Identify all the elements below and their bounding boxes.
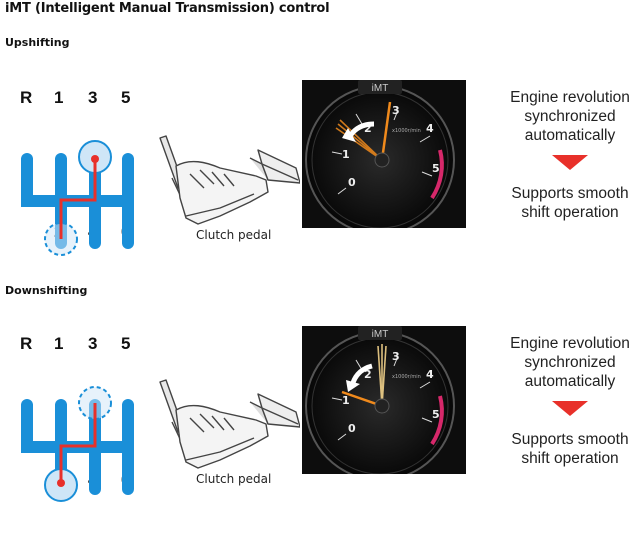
clutch-pedal-illustration [159, 135, 300, 225]
info-line: Supports smooth [511, 431, 629, 448]
tach-number-5: 5 [432, 162, 440, 175]
clutch-pedal-label: Clutch pedal [196, 228, 272, 242]
tach-number-0: 0 [348, 422, 356, 435]
section-label-downshifting: Downshifting [5, 284, 88, 297]
tach-number-3: 3 [392, 350, 400, 363]
info-line: synchronized [524, 354, 616, 371]
gear-label-r: R [20, 334, 33, 353]
info-panel-downshift: Engine revolution synchronized automatic… [500, 334, 640, 468]
tachometer-upshift: iMT 0 1 2 3 4 5 x1000r/min [302, 80, 466, 228]
gear-label-5: 5 [121, 88, 131, 107]
info-line: shift operation [521, 204, 619, 221]
info-line: Engine revolution [510, 335, 630, 352]
page-title: iMT (Intelligent Manual Transmission) co… [5, 1, 330, 16]
section-label-upshifting: Upshifting [5, 36, 70, 49]
gear-shift-pattern [21, 140, 134, 256]
tach-number-3: 3 [392, 104, 400, 117]
info-line: automatically [524, 373, 616, 390]
info-line: Supports smooth [511, 185, 629, 202]
tach-number-1: 1 [342, 148, 350, 161]
tach-unit: x1000r/min [392, 128, 421, 134]
info-line: automatically [524, 127, 616, 144]
tachometer-downshift: iMT 0 1 2 3 4 5 x1000r/min [302, 326, 466, 474]
gear-label-3: 3 [88, 88, 98, 107]
tach-number-5: 5 [432, 408, 440, 421]
tach-number-4: 4 [426, 368, 434, 381]
gear-label-1: 1 [54, 334, 64, 353]
gear-shift-pattern [21, 386, 134, 502]
clutch-pedal-label: Clutch pedal [196, 472, 272, 486]
tach-number-2: 2 [364, 122, 372, 135]
info-line: Engine revolution [510, 89, 630, 106]
imt-badge: iMT [372, 329, 389, 340]
down-arrow-icon [552, 401, 588, 416]
info-line: synchronized [524, 108, 616, 125]
tach-number-2: 2 [364, 368, 372, 381]
shift-path [59, 403, 97, 485]
gear-label-5: 5 [121, 334, 131, 353]
tach-unit: x1000r/min [392, 374, 421, 380]
tach-number-0: 0 [348, 176, 356, 189]
gear-label-1: 1 [54, 88, 64, 107]
down-arrow-icon [552, 155, 588, 170]
gear-label-r: R [20, 88, 33, 107]
clutch-pedal-illustration [159, 379, 300, 469]
shift-path [59, 157, 97, 239]
info-line: shift operation [521, 450, 619, 467]
tach-number-1: 1 [342, 394, 350, 407]
imt-badge: iMT [372, 83, 389, 94]
tach-number-4: 4 [426, 122, 434, 135]
gear-label-3: 3 [88, 334, 98, 353]
info-panel-upshift: Engine revolution synchronized automatic… [500, 88, 640, 222]
